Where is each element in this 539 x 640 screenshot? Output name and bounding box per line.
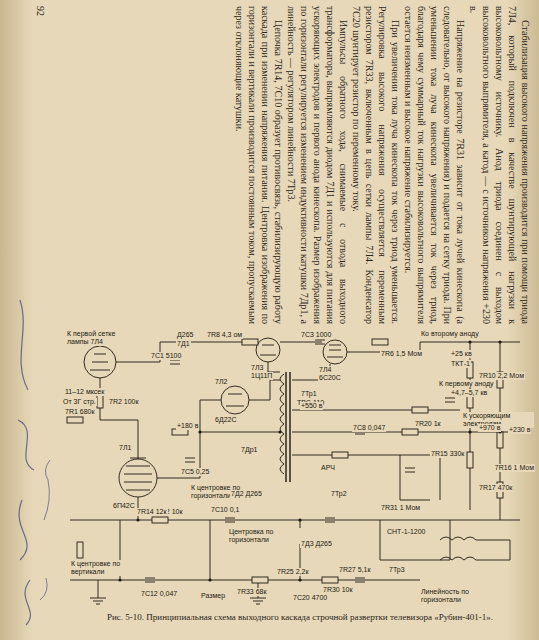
schematic-label: 7Л4: [318, 366, 332, 374]
schematic-label: 7Тр2: [330, 490, 348, 498]
transformer-core: [286, 372, 290, 482]
tube-symbol: [256, 338, 280, 362]
schematic-label: К первому аноду: [438, 380, 495, 388]
schematic-label: 7R10 2,2 Мом: [478, 372, 525, 380]
schematic-label: 7Д3 Д265: [300, 540, 333, 548]
schematic-label: 7Л1: [118, 444, 132, 452]
schematic-label: +25 кв: [450, 350, 473, 358]
schematic-label: 7Д2 Д265: [230, 490, 263, 498]
junction-dot: [198, 430, 201, 433]
schematic-label: 7C12 0,047: [140, 590, 178, 598]
schematic-label: АРЧ: [320, 464, 336, 472]
schematic-label: 7R2 100к: [108, 398, 140, 406]
schematic-label: +550 в: [300, 402, 323, 410]
resistor-symbol: [242, 339, 258, 345]
schematic-label: +230 в: [508, 426, 531, 434]
schematic-label: 7R8 4,3 ом: [206, 331, 243, 339]
schematic-label: Д265: [176, 331, 194, 339]
schematic-label: 7R30 10к: [322, 586, 354, 594]
body-paragraph: Импульсы обратного хода, снимаемые с отв…: [285, 6, 350, 324]
schematic-label: 7R31 1 Мом: [380, 504, 421, 512]
schematic-label: 7Л3: [250, 364, 264, 372]
resistor-symbol: [332, 452, 348, 458]
schematic-label: К первой сетке лампы 7Л4: [66, 330, 130, 346]
resistor-symbol: [372, 339, 388, 345]
schematic-label: 7R33 68к: [236, 588, 268, 596]
schematic-label: +970 в: [478, 424, 501, 432]
schematic-label: 7R17 470к: [478, 484, 513, 492]
schematic-label: 7C1 5100: [150, 352, 182, 360]
junction-dot: [298, 578, 301, 581]
resistor-symbol: [152, 517, 168, 523]
figure-caption: Рис. 5-10. Принципиальная схема выходног…: [70, 612, 530, 622]
schematic-label: 7R25 2,2к: [276, 568, 309, 576]
schematic-label: 7C20 4700: [292, 594, 328, 602]
junction-dot: [208, 578, 211, 581]
schematic-label: От 3Г стр.: [62, 398, 97, 406]
schematic-label: Линейность по горизонтали: [420, 588, 502, 604]
resistor-symbol: [77, 542, 83, 558]
schematic-label: 7Л2: [214, 378, 228, 386]
schematic-label: 6С20С: [318, 374, 342, 382]
schematic-label: 7R15 330к: [430, 450, 465, 458]
schematic-label: 1Ц11П: [250, 372, 273, 380]
schematic-label: +180 в: [176, 422, 199, 430]
deflection-coil: [440, 537, 476, 560]
resistor-symbol: [497, 432, 503, 448]
tube-symbol: [221, 386, 249, 414]
junction-dot: [498, 340, 501, 343]
resistor-symbol: [467, 452, 473, 468]
schematic-label: 7R20 1к: [414, 420, 442, 428]
schematic-label: ТКТ-1: [450, 360, 471, 368]
schematic-label: 7C8 0,047: [352, 424, 386, 432]
resistor-symbol: [322, 577, 338, 583]
body-paragraph: При увеличении тока луча кинескопа ток ч…: [350, 6, 402, 324]
tube-symbol: [84, 346, 116, 378]
junction-dot: [118, 578, 121, 581]
schematic-label: 7C10 0,1: [210, 506, 240, 514]
schematic-label: К центровке по вертикали: [70, 560, 132, 576]
schematic-label: Размер: [200, 592, 226, 600]
resistor-symbol: [412, 407, 428, 413]
junction-dot: [298, 518, 301, 521]
page-number: 92: [34, 6, 47, 16]
schematic-label: 7R1 680к: [64, 408, 96, 416]
schematic-label: +4,7–5,7 кв: [450, 389, 488, 397]
tube-symbol: [323, 340, 347, 364]
junction-dot: [278, 430, 281, 433]
resistor-symbol: [252, 577, 268, 583]
schematic-label: 7Д1: [176, 340, 191, 348]
resistor-symbol: [402, 429, 418, 435]
schematic-label: 7Тр3: [388, 566, 406, 574]
schematic-label: 7R14 12к: [136, 508, 168, 516]
tube-symbol: [119, 459, 157, 497]
pen-scribble: [18, 300, 34, 625]
rotated-text-column: 92 Стабилизация высокого напряжения произ…: [34, 6, 532, 324]
body-paragraph: Стабилизация высокого напряжения произво…: [467, 6, 532, 324]
schematic-label: 7R6 1,5 Мом: [380, 350, 423, 358]
schematic-label: 11–12 мксек: [64, 388, 105, 396]
schematic-label: 7C3 1000: [300, 331, 332, 339]
schematic-label: 6П42С: [112, 502, 136, 510]
junction-dot: [468, 340, 471, 343]
junction-dot: [468, 430, 471, 433]
schematic-label: Центровка по горизонтали: [228, 528, 308, 544]
schematic-label: 7C5 0,25: [180, 468, 210, 476]
body-paragraph: Напряжение на резисторе 7R31 зависит от …: [402, 6, 467, 324]
junction-dot: [136, 518, 139, 521]
schematic-label: 6Д22С: [214, 416, 237, 424]
pen-scribble: [40, 460, 50, 600]
body-paragraph: Цепочка 7R14, 7C10 образует противосвязь…: [233, 6, 285, 324]
schematic-label: СНТ-1-1200: [386, 528, 427, 536]
schematic-label: 7Др1: [240, 446, 258, 454]
schematic-label: 7Тр1: [300, 390, 318, 398]
resistor-symbol: [67, 417, 83, 423]
schematic-label: Ко второму аноду: [420, 330, 480, 338]
schematic-label: 7R27 5,1к: [338, 566, 371, 574]
schematic-label: 7R16 1 Мом: [494, 464, 535, 472]
